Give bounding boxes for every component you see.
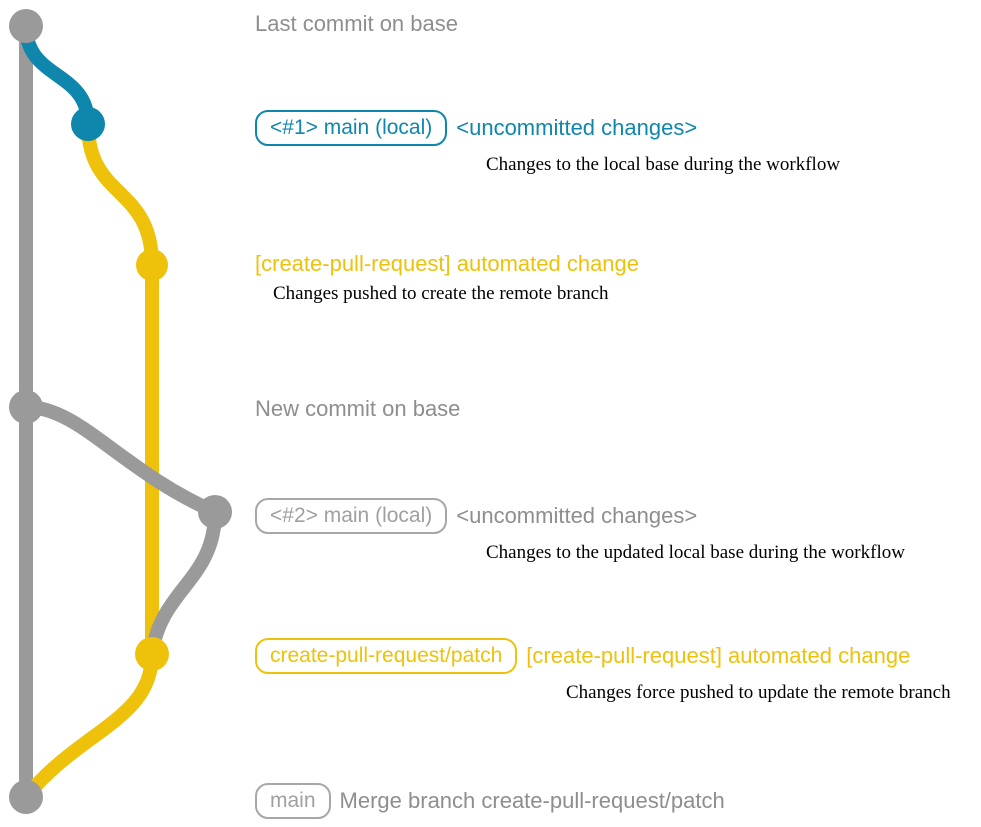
row-merge-commit: main Merge branch create-pull-request/pa…	[255, 783, 725, 819]
commit-description-automated-change-2: Changes force pushed to update the remot…	[566, 682, 951, 703]
row-automated-change-1: [create-pull-request] automated change C…	[255, 252, 639, 305]
commit-node-local-2[interactable]	[198, 495, 232, 529]
local-branch-line-2	[19, 400, 222, 519]
local-branch-line-1	[19, 19, 95, 131]
commit-title-local-main-1: <uncommitted changes>	[456, 115, 698, 141]
commit-node-base-new[interactable]	[9, 390, 43, 424]
commit-node-base-top[interactable]	[9, 9, 43, 43]
commit-title-new-commit-on-base: New commit on base	[255, 396, 461, 421]
merge-line	[19, 647, 159, 804]
commit-node-merge[interactable]	[9, 780, 43, 814]
row-automated-change-2: create-pull-request/patch [create-pull-r…	[255, 638, 951, 704]
patch-branch-line-1	[81, 117, 159, 272]
branch-pill-create-pull-request-patch[interactable]: create-pull-request/patch	[255, 638, 518, 674]
commit-title-local-main-2: <uncommitted changes>	[456, 503, 698, 529]
commit-title-last-commit-on-base: Last commit on base	[255, 11, 458, 36]
row-local-main-2: <#2> main (local) <uncommitted changes> …	[255, 498, 905, 564]
row-new-commit-on-base: New commit on base	[255, 397, 460, 420]
commit-node-local-1[interactable]	[71, 107, 105, 141]
commit-node-patch-2[interactable]	[135, 637, 169, 671]
row-local-main-1: <#1> main (local) <uncommitted changes> …	[255, 110, 840, 176]
commit-description-local-main-2: Changes to the updated local base during…	[486, 542, 905, 563]
force-push-line	[145, 505, 222, 661]
commit-description-local-main-1: Changes to the local base during the wor…	[486, 154, 841, 175]
branch-pill-local-main-1[interactable]: <#1> main (local)	[255, 110, 448, 146]
commit-title-automated-change-2: [create-pull-request] automated change	[526, 643, 911, 669]
branch-pill-local-main-2[interactable]: <#2> main (local)	[255, 498, 448, 534]
commit-title-automated-change-1: [create-pull-request] automated change	[255, 251, 640, 276]
row-last-commit-on-base: Last commit on base	[255, 12, 458, 35]
commit-description-automated-change-1: Changes pushed to create the remote bran…	[273, 283, 609, 305]
commit-node-patch-1[interactable]	[136, 249, 168, 281]
branch-pill-main[interactable]: main	[255, 783, 331, 819]
commit-title-merge-commit: Merge branch create-pull-request/patch	[339, 788, 725, 814]
